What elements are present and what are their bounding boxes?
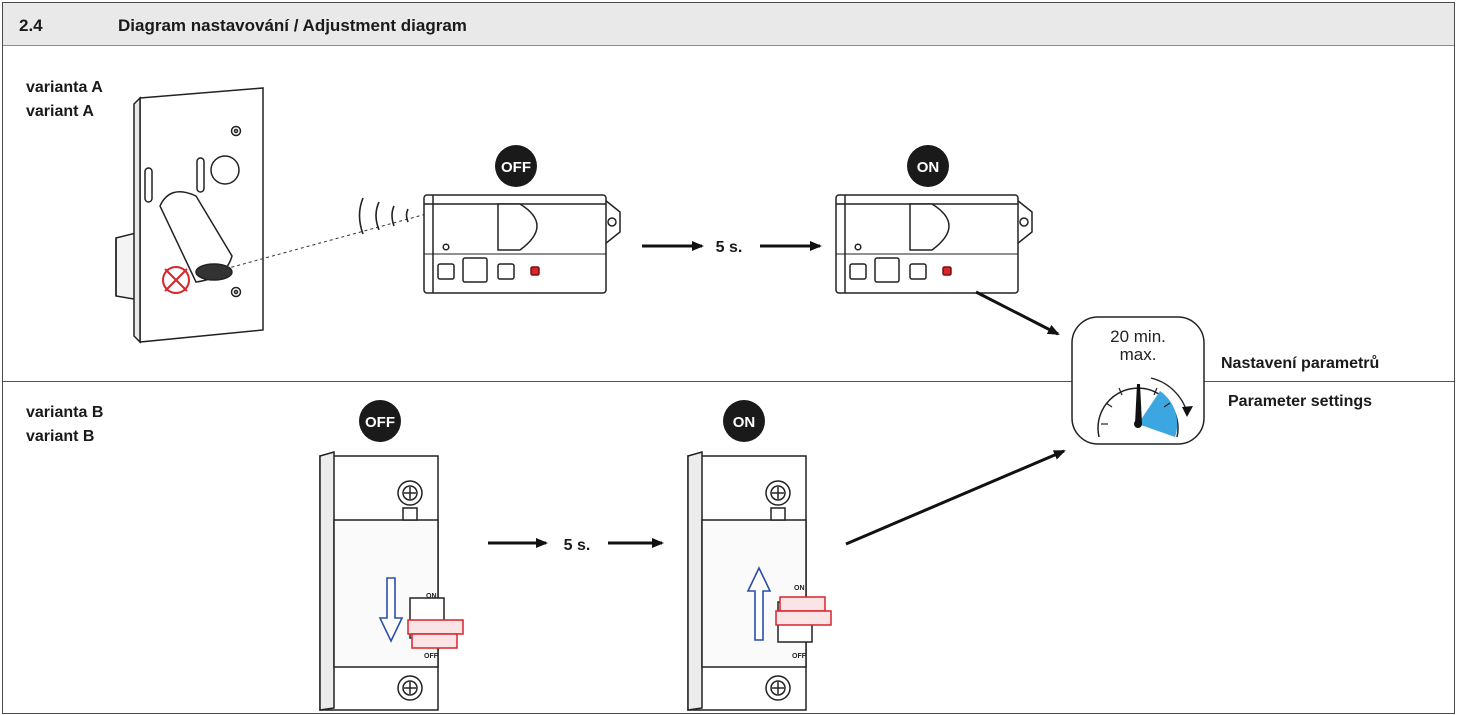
parameter-settings-label-en: Parameter settings	[1228, 393, 1373, 410]
svg-text:ON: ON	[733, 414, 756, 431]
parameter-settings-label-cz: Nastavení parametrů	[1221, 355, 1380, 372]
section-title: Diagram nastavování / Adjustment diagram	[118, 16, 467, 35]
variant-b-label-en: variant B	[26, 428, 95, 445]
delay-label-a: 5 s.	[716, 239, 743, 256]
svg-text:ON: ON	[426, 593, 437, 600]
control-unit-off	[423, 194, 621, 294]
variant-divider	[3, 381, 1454, 382]
blocked-sensor-warning-icon	[162, 266, 190, 294]
timer-setting-icon: 20 min. max.	[1071, 316, 1205, 445]
circuit-breaker-off: ON OFF	[319, 451, 464, 711]
arrow-b-to-timer	[845, 449, 1066, 546]
delay-label-b: 5 s.	[564, 537, 591, 554]
variant-b-label-cz: varianta B	[26, 404, 104, 421]
svg-text:OFF: OFF	[365, 414, 395, 431]
svg-text:OFF: OFF	[792, 653, 807, 660]
timer-max: max.	[1120, 345, 1157, 364]
off-state-badge-b: OFF	[359, 400, 401, 442]
control-unit-on	[835, 194, 1033, 294]
svg-text:OFF: OFF	[501, 159, 531, 176]
circuit-breaker-on: ON OFF	[687, 451, 832, 711]
arrow-a-to-timer	[975, 290, 1060, 336]
signal-waves-icon	[358, 197, 409, 235]
off-state-badge-a: OFF	[495, 145, 537, 187]
variant-b-label: varianta B variant B	[26, 401, 103, 449]
variant-a-label-en: variant A	[26, 103, 94, 120]
on-state-badge-a: ON	[907, 145, 949, 187]
svg-text:ON: ON	[794, 585, 805, 592]
timer-duration: 20 min.	[1110, 327, 1166, 346]
section-header: 2.4 Diagram nastavování / Adjustment dia…	[3, 3, 1454, 46]
wall-sensor-plate	[115, 87, 264, 344]
sensor-beam-line	[213, 212, 431, 273]
svg-text:OFF: OFF	[424, 653, 439, 660]
variant-a-label-cz: varianta A	[26, 79, 103, 96]
svg-text:ON: ON	[917, 159, 940, 176]
section-number: 2.4	[19, 16, 43, 35]
variant-a-label: varianta A variant A	[26, 76, 103, 124]
on-state-badge-b: ON	[723, 400, 765, 442]
